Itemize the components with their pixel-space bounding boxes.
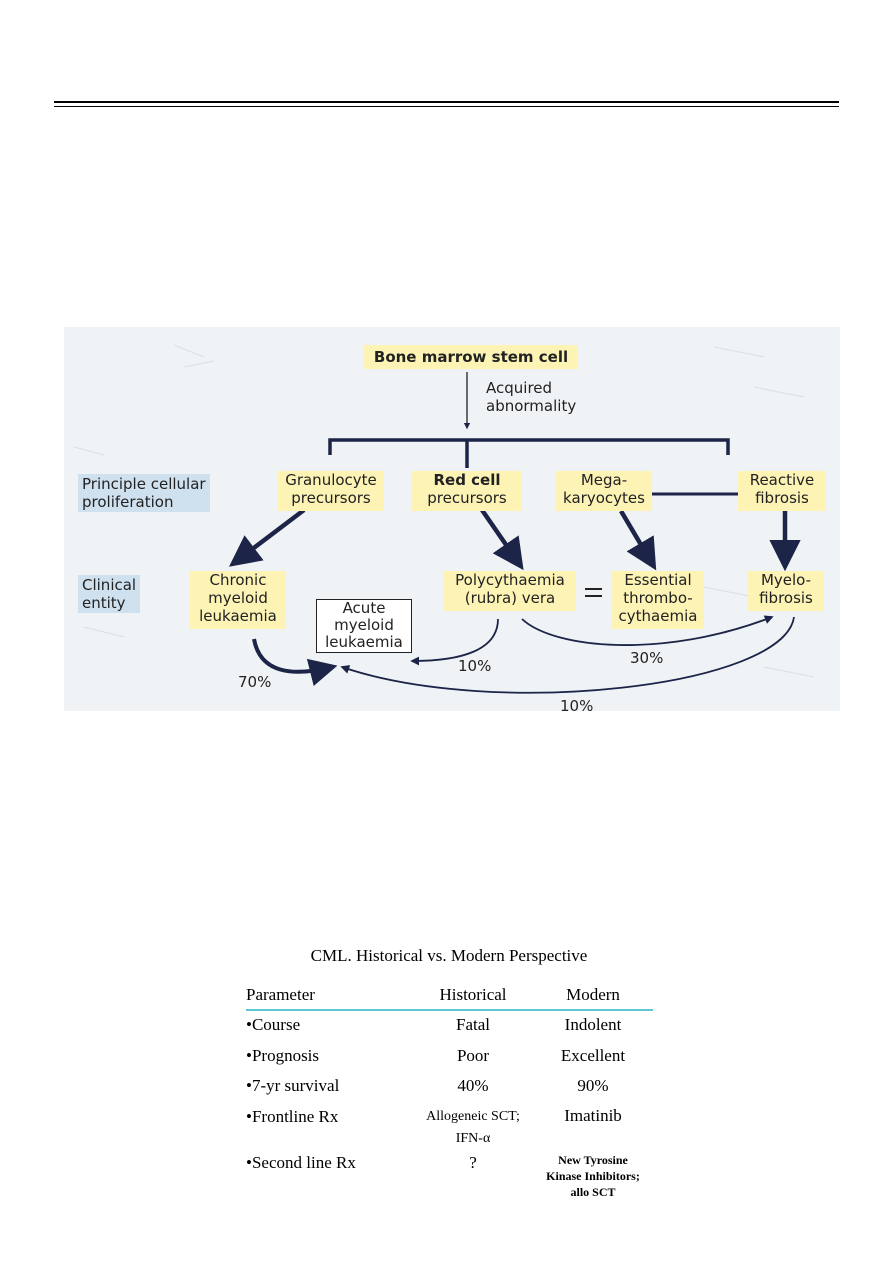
pct-mf-to-aml: 10%: [560, 697, 594, 711]
et-line-3: cythaemia: [618, 607, 698, 625]
row-frontline-parameter: •Frontline Rx: [246, 1107, 339, 1126]
red-cell-precursors: Red cell precursors: [412, 471, 522, 511]
aml-line-2: myeloid: [334, 616, 394, 634]
et-line-1: Essential: [624, 571, 692, 589]
header-parameter: Parameter: [246, 985, 315, 1004]
cml-line-1: Chronic: [209, 571, 267, 589]
granulocyte-line-2: precursors: [291, 489, 371, 507]
reactive-fibrosis-line-1: Reactive: [749, 471, 815, 489]
root-stem-cell: Bone marrow stem cell: [364, 345, 578, 369]
megakaryocytes-line-2: karyocytes: [563, 489, 645, 507]
frontline-historical-line-1: Allogeneic SCT;: [426, 1109, 520, 1124]
row-survival-historical: 40%: [457, 1076, 489, 1095]
reactive-fibrosis-line-2: fibrosis: [755, 489, 809, 507]
pv-line-2: (rubra) vera: [464, 589, 556, 607]
row-prognosis-historical: Poor: [456, 1046, 490, 1065]
pct-pv-to-mf: 30%: [630, 649, 664, 667]
cml-line-2: myeloid: [208, 589, 268, 607]
row-frontline-historical: Allogeneic SCT; IFN-α: [408, 1106, 538, 1150]
red-cell-line-1: Red cell: [433, 471, 501, 489]
header-rule-bottom: [54, 106, 839, 107]
frontline-historical-line-2: IFN-α: [455, 1131, 491, 1146]
row-label-2-line-1: Clinical: [82, 576, 137, 594]
entity-aml: Acute myeloid leukaemia: [316, 599, 412, 653]
entity-cml: Chronic myeloid leukaemia: [190, 571, 286, 629]
pv-line-1: Polycythaemia: [455, 571, 565, 589]
mpn-diagram: Bone marrow stem cell Acquired abnormali…: [64, 327, 840, 711]
header-rule-top: [54, 101, 839, 103]
row-prognosis-parameter: •Prognosis: [246, 1046, 320, 1065]
acquired-line-2: abnormality: [486, 397, 577, 415]
et-line-2: thrombo-: [623, 589, 693, 607]
scan-texture: [73, 344, 815, 678]
aml-line-3: leukaemia: [325, 633, 403, 651]
secondline-modern-line-2: Kinase Inhibitors;: [546, 1169, 640, 1183]
row-survival-parameter: •7-yr survival: [246, 1076, 340, 1095]
row-course-historical: Fatal: [456, 1015, 490, 1034]
row-survival-modern: 90%: [577, 1076, 609, 1095]
row-label-1-line-1: Principle cellular: [82, 475, 206, 493]
table-title: CML. Historical vs. Modern Perspective: [310, 946, 588, 965]
megakaryocytes: Mega- karyocytes: [556, 471, 652, 511]
root-text: Bone marrow stem cell: [373, 348, 569, 366]
cml-line-3: leukaemia: [199, 607, 277, 625]
row-secondline-parameter: •Second line Rx: [246, 1153, 356, 1172]
row-label-2-line-2: entity: [82, 594, 126, 612]
entity-pv: Polycythaemia (rubra) vera: [444, 571, 576, 611]
pct-pv-to-aml: 10%: [458, 657, 492, 675]
mf-line-1: Myelo-: [760, 571, 812, 589]
pct-cml-to-aml: 70%: [238, 673, 272, 691]
entity-mf: Myelo- fibrosis: [748, 571, 824, 611]
megakaryocytes-line-1: Mega-: [580, 471, 628, 489]
granulocyte-line-1: Granulocyte: [285, 471, 377, 489]
header-modern: Modern: [566, 985, 620, 1004]
red-cell-line-2: precursors: [427, 489, 507, 507]
row-frontline-modern: Imatinib: [564, 1106, 622, 1125]
diagram-arrows: [73, 344, 815, 694]
row-label-clinical-entity: Clinical entity: [78, 575, 141, 613]
row-course-modern: Indolent: [564, 1015, 622, 1034]
acquired-line-1: Acquired: [486, 379, 553, 397]
row-prognosis-modern: Excellent: [560, 1046, 626, 1065]
secondline-modern-line-1: New Tyrosine: [558, 1153, 628, 1167]
row-label-proliferation: Principle cellular proliferation: [78, 474, 210, 512]
mf-line-2: fibrosis: [759, 589, 813, 607]
secondline-modern-line-3: allo SCT: [570, 1185, 616, 1199]
row-secondline-historical: ?: [469, 1153, 477, 1172]
row-label-1-line-2: proliferation: [82, 493, 174, 511]
row-secondline-modern: New Tyrosine Kinase Inhibitors; allo SCT: [530, 1152, 656, 1200]
header-underline: [246, 1009, 653, 1011]
header-historical: Historical: [439, 985, 507, 1004]
entity-et: Essential thrombo- cythaemia: [612, 571, 704, 629]
row-course-parameter: •Course: [246, 1015, 301, 1034]
reactive-fibrosis: Reactive fibrosis: [738, 471, 826, 511]
aml-line-1: Acute: [342, 599, 386, 617]
acquired-abnormality-label: Acquired abnormality: [486, 379, 576, 415]
granulocyte-precursors: Granulocyte precursors: [278, 471, 384, 511]
